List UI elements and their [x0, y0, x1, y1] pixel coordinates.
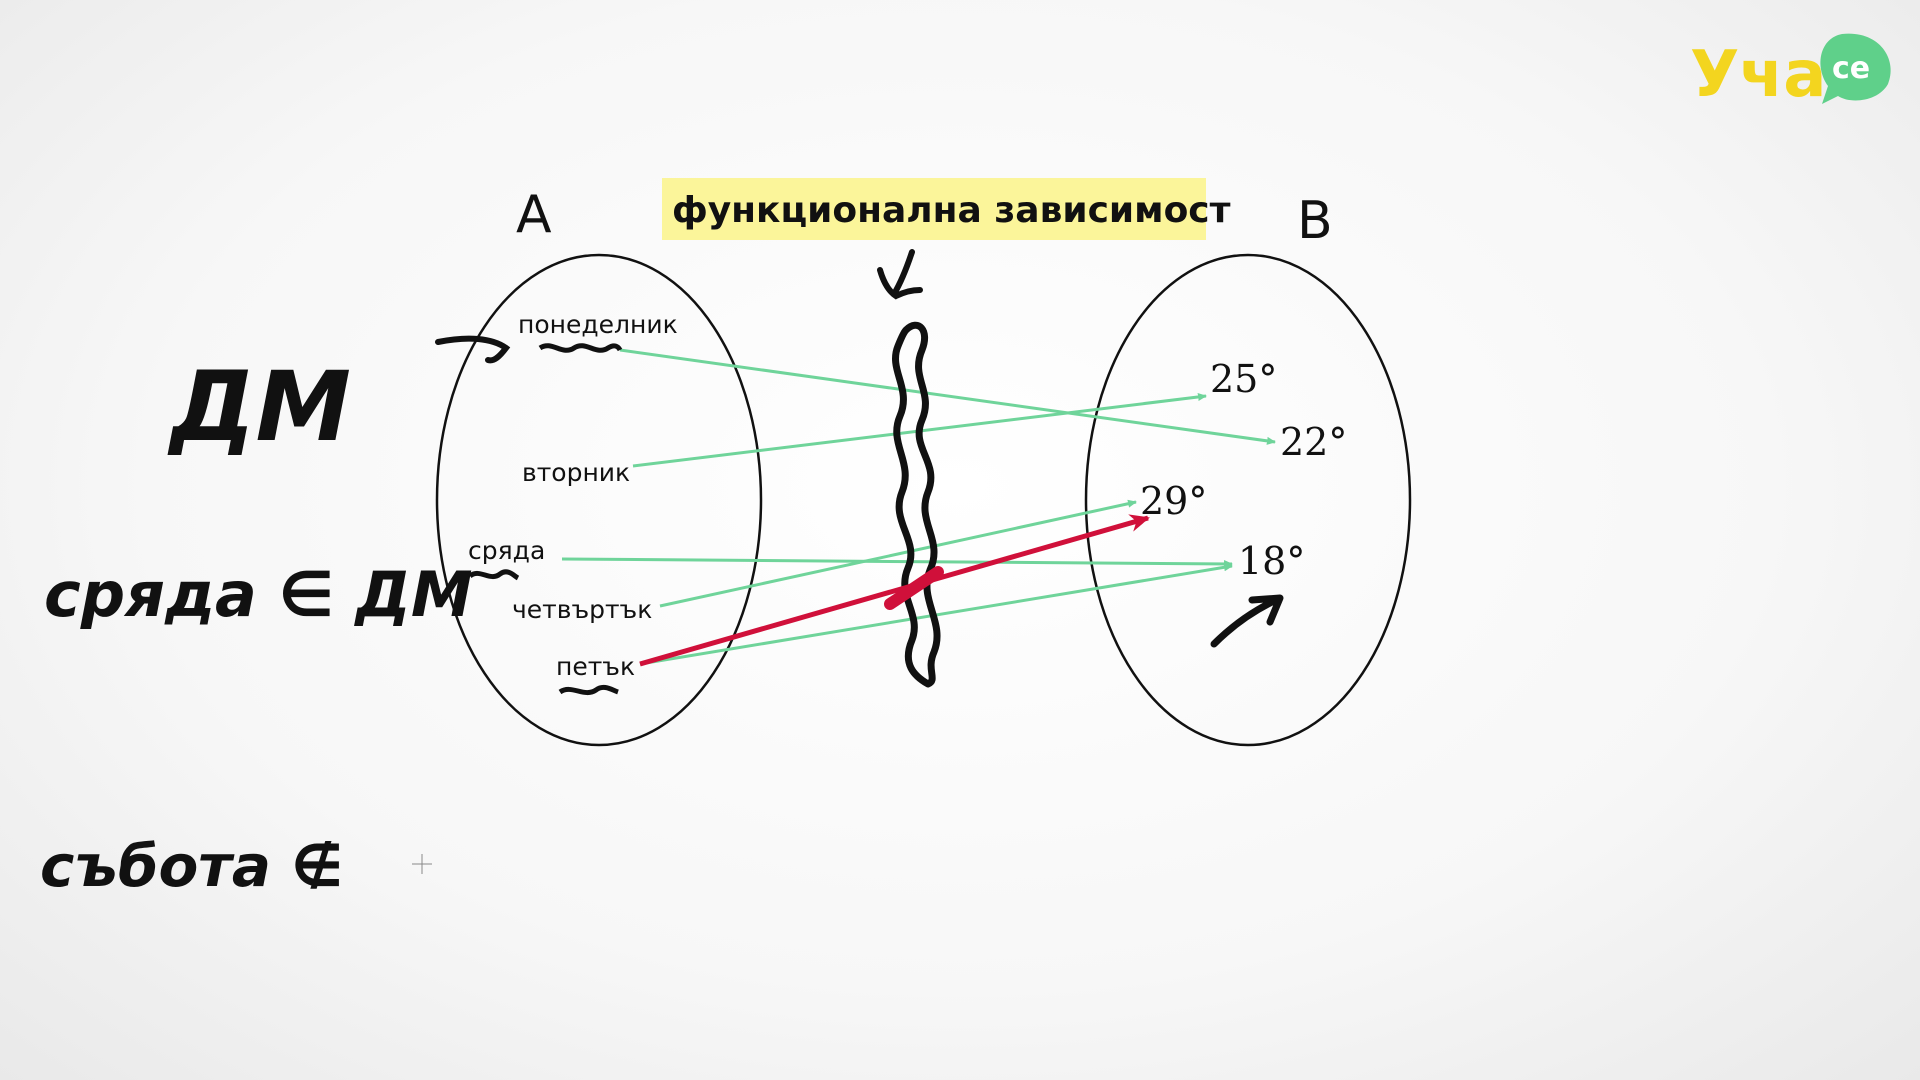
handwritten-wednesday-in-dm: сряда ∈ ДМ: [44, 558, 473, 631]
set-b-element-25: 25°: [1210, 357, 1277, 401]
mapping-arrows: [561, 348, 1276, 666]
set-a-element-monday: понеделник: [518, 310, 678, 339]
underline-monday: [538, 343, 623, 353]
red-crossing-mark: [884, 566, 944, 610]
arrow-thursday-29: [659, 499, 1137, 608]
underline-wednesday: [468, 569, 520, 581]
underline-friday: [558, 684, 619, 696]
set-b-label: B: [1297, 191, 1333, 251]
handwritten-dm: ДМ: [167, 351, 351, 463]
pointer-arrow-monday: [435, 335, 511, 364]
set-b-element-18: 18°: [1238, 539, 1305, 583]
logo-text: Уча: [1690, 38, 1826, 112]
arrow-monday-22: [619, 348, 1276, 445]
set-a-element-friday: петък: [556, 652, 635, 681]
set-a-element-wednesday: сряда: [468, 536, 545, 565]
wavy-barrier: [892, 321, 941, 688]
arrow-friday-29-highlight: [639, 514, 1150, 667]
logo-badge-shape: [1820, 33, 1891, 105]
pointer-arrow-18: [1210, 594, 1284, 648]
diagram-title: функционална зависимост: [672, 190, 1231, 231]
title-box: [662, 178, 1206, 240]
logo: Уча се: [1690, 33, 1891, 112]
cursor-crosshair-icon: [412, 854, 432, 874]
set-b-ellipse: [1084, 253, 1412, 747]
pointer-arrow-title: [877, 249, 923, 300]
set-b-element-22: 22°: [1280, 420, 1347, 464]
set-a-element-thursday: четвъртък: [512, 595, 652, 624]
logo-badge-text: се: [1832, 51, 1870, 86]
set-a-label: A: [516, 185, 552, 245]
set-b-element-29: 29°: [1140, 479, 1207, 523]
arrow-wednesday-18: [561, 557, 1233, 568]
set-a-element-tuesday: вторник: [522, 458, 630, 487]
handwritten-saturday-not-in: събота ∉: [40, 832, 343, 900]
set-a-ellipse: [435, 253, 763, 747]
